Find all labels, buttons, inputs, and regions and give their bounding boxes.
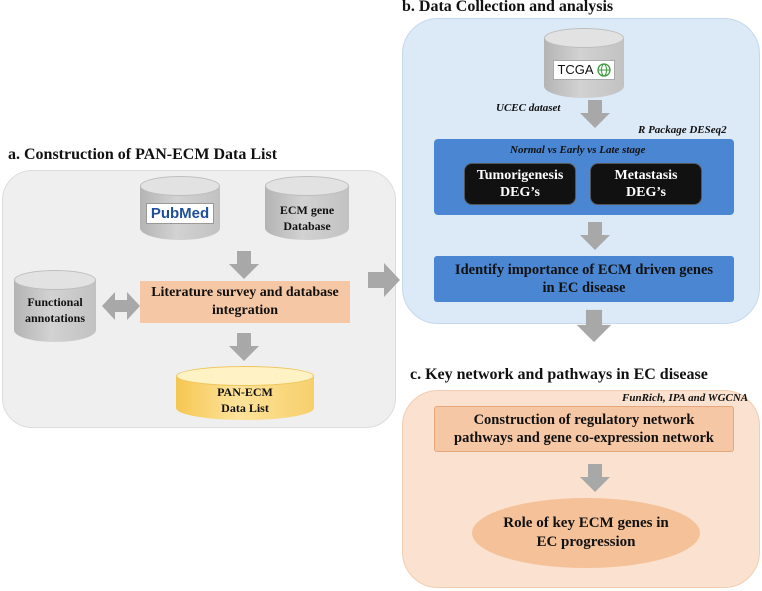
meta-line2: DEG’s: [626, 185, 666, 200]
globe-icon: [596, 63, 611, 77]
pan-ecm-cylinder: PAN-ECM Data List: [176, 366, 314, 420]
functional-line1: Functional: [27, 295, 83, 309]
construction-line2: pathways and gene co-expression network: [454, 430, 714, 446]
arrow-a-1: [229, 251, 259, 279]
literature-survey-box: Literature survey and database integrati…: [140, 281, 350, 323]
role-ellipse: Role of key ECM genes in EC progression: [472, 498, 700, 568]
pan-ecm-line1: PAN-ECM: [217, 385, 273, 399]
tcga-logo: TCGA: [553, 60, 615, 80]
meta-line1: Metastasis: [614, 168, 678, 183]
ecm-db-line1: ECM gene: [279, 203, 335, 217]
pubmed-database-cylinder: PubMed: [140, 176, 220, 240]
arrow-b-to-c: [576, 309, 612, 343]
arrow-c-1: [580, 464, 610, 492]
lit-line1: Literature survey and database: [151, 285, 339, 300]
stage-label: Normal vs Early vs Late stage: [510, 144, 646, 156]
ucec-dataset-label: UCEC dataset: [496, 102, 561, 114]
role-line2: EC progression: [536, 534, 636, 550]
metastasis-box: Metastasis DEG’s: [590, 163, 702, 205]
arrow-a-to-b: [368, 263, 400, 297]
identify-importance-box: Identify importance of ECM driven genes …: [434, 256, 734, 302]
section-b-title: b. Data Collection and analysis: [402, 0, 614, 15]
identify-line2: in EC disease: [542, 280, 626, 296]
lit-line2: integration: [211, 303, 279, 318]
tumor-line2: DEG’s: [500, 185, 540, 200]
tumor-line1: Tumorigenesis: [476, 168, 564, 183]
tcga-text: TCGA: [557, 62, 594, 77]
tools-label: FunRich, IPA and WGCNA: [622, 392, 749, 404]
deseq-analysis-box: Normal vs Early vs Late stage Tumorigene…: [434, 139, 734, 215]
section-a-title: a. Construction of PAN-ECM Data List: [8, 146, 278, 163]
functional-line2: annotations: [24, 311, 86, 325]
pan-ecm-line2: Data List: [221, 401, 269, 415]
construction-line1: Construction of regulatory network: [473, 412, 695, 428]
r-package-label: R Package DESeq2: [638, 124, 727, 136]
role-line1: Role of key ECM genes in: [503, 515, 669, 531]
ecm-database-cylinder: ECM gene Database: [265, 176, 349, 240]
construction-box: Construction of regulatory network pathw…: [434, 406, 734, 452]
functional-annotations-cylinder: Functional annotations: [14, 270, 96, 342]
section-c-title: c. Key network and pathways in EC diseas…: [410, 366, 708, 383]
double-arrow: [102, 292, 140, 320]
arrow-b-2: [580, 222, 610, 250]
identify-line1: Identify importance of ECM driven genes: [454, 262, 714, 278]
tcga-database-cylinder: TCGA: [544, 28, 624, 98]
arrow-a-2: [229, 333, 259, 361]
pubmed-logo: PubMed: [145, 203, 215, 224]
tumorigenesis-box: Tumorigenesis DEG’s: [464, 163, 576, 205]
arrow-b-1: [580, 100, 610, 128]
ecm-db-line2: Database: [283, 219, 331, 233]
